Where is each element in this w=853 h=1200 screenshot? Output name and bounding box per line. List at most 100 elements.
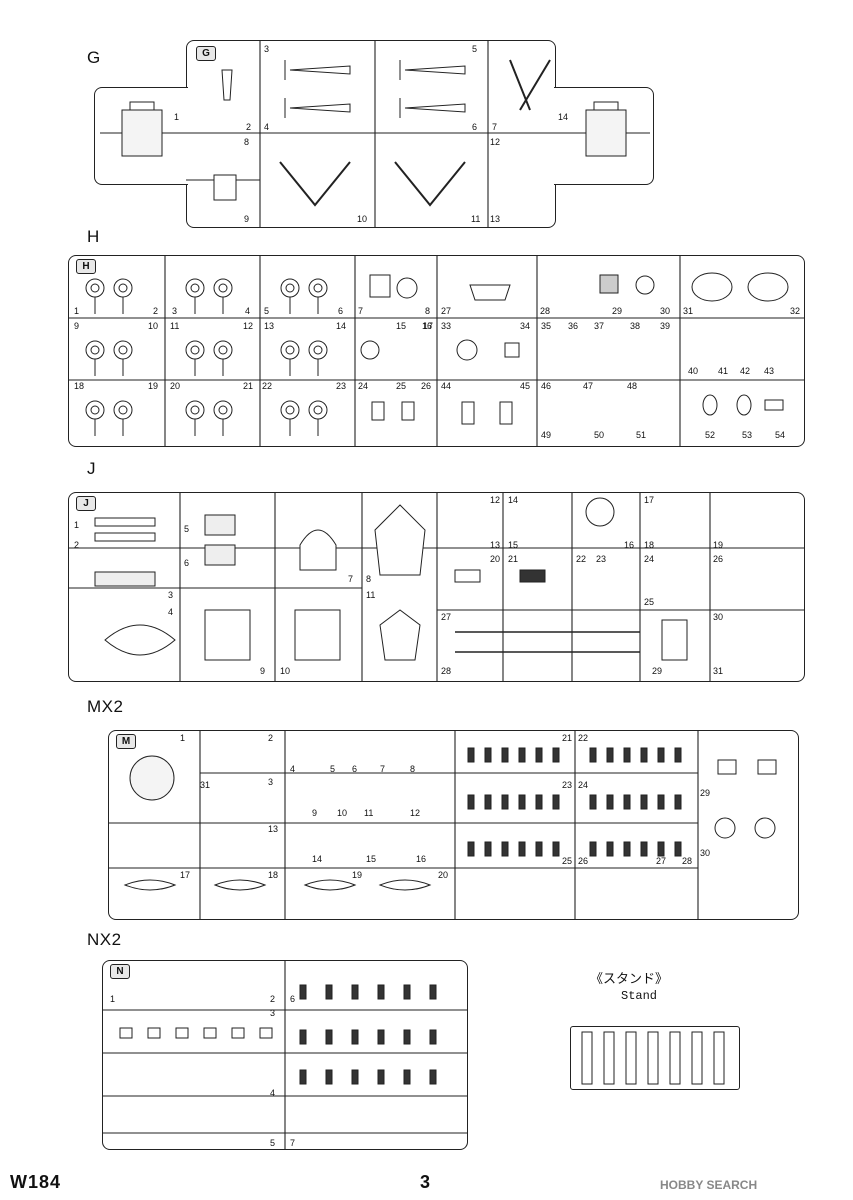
part-number: 34 [520,321,530,331]
small-part [606,794,614,810]
wheel-part [714,817,736,839]
part-number: 44 [441,381,451,391]
wheel-hub [118,283,128,293]
small-part [674,747,682,763]
part-number: 38 [630,321,640,331]
small-part [552,747,560,763]
part-number: 17 [180,870,190,880]
wheel-hub [218,345,228,355]
grate-part [599,274,619,294]
frame-v-part [394,161,466,207]
box-part [519,569,546,583]
gun-turret-part [585,109,627,157]
part-number: 29 [652,666,662,676]
part-number: 25 [562,856,572,866]
stand-slot [647,1031,659,1085]
part-number: 21 [562,733,572,743]
small-part [351,1029,359,1045]
small-part [429,1069,437,1085]
small-part [657,794,665,810]
wheel-hub [313,345,323,355]
part-number: 54 [775,430,785,440]
part-number: 8 [410,764,415,774]
frame-v-part [279,161,351,207]
bar-part [94,532,156,542]
stand-slot [625,1031,637,1085]
part-number: 25 [644,597,654,607]
frame-part [661,619,688,661]
hull-part [378,879,432,891]
part-number: 16 [422,321,432,331]
small-part [589,747,597,763]
part-number: 3 [264,44,269,54]
disc-part [396,277,418,299]
section-label-mx2: MX2 [87,697,124,716]
part-number: 12 [410,808,420,818]
page-number: 3 [420,1172,431,1192]
part-number: 12 [490,137,500,147]
small-part [535,747,543,763]
bracket-part [469,284,511,301]
part-number: 26 [578,856,588,866]
small-part [518,841,526,857]
link-part [764,399,784,411]
wheel-hub [285,345,295,355]
part-number: 1 [180,733,185,743]
rail-part [94,571,156,587]
housing-part [747,272,789,302]
part-number: 13 [264,321,274,331]
small-part [484,794,492,810]
small-part [403,1029,411,1045]
small-part [403,984,411,1000]
part-number: 21 [508,554,518,564]
footer-code: W184 [10,1172,62,1192]
wheel-hub [285,405,295,415]
part-number: 23 [596,554,606,564]
part-number: 29 [700,788,710,798]
small-part [674,794,682,810]
section-label-j: J [87,459,96,478]
small-part [552,794,560,810]
small-part [501,747,509,763]
small-part [377,1069,385,1085]
panel-part [371,401,385,421]
small-part [467,747,475,763]
wheel-hub [90,345,100,355]
part-number: 28 [682,856,692,866]
part-number: 7 [380,764,385,774]
sprue-tab-m: M [116,734,136,749]
part-number: 1 [74,306,79,316]
box-part [369,274,391,298]
ring-mount-part [104,624,176,656]
part-number: 2 [153,306,158,316]
part-number: 20 [170,381,180,391]
part-number: 19 [148,381,158,391]
small-part [429,1029,437,1045]
small-part [640,841,648,857]
part-number: 36 [568,321,578,331]
small-part [403,1069,411,1085]
part-number: 11 [366,590,375,600]
turret-base-part [129,755,175,801]
part-number: 11 [170,321,179,331]
wheel-hub [90,283,100,293]
small-part [501,841,509,857]
part-number: 35 [541,321,551,331]
part-number: 20 [490,554,500,564]
wheel-hub [218,405,228,415]
wheel-hub [190,405,200,415]
part-number: 14 [508,495,518,505]
section-label-nx2: NX2 [87,930,122,949]
small-part [535,794,543,810]
mount-part [299,529,337,571]
part-number: 3 [168,590,173,600]
part-number: 17 [423,321,433,331]
part-number: 5 [270,1138,275,1148]
small-part [589,841,597,857]
part-number: 13 [490,540,500,550]
part-number: 30 [660,306,670,316]
housing-part [691,272,733,302]
small-part [623,841,631,857]
part-number: 2 [268,733,273,743]
part-number: 47 [583,381,593,391]
